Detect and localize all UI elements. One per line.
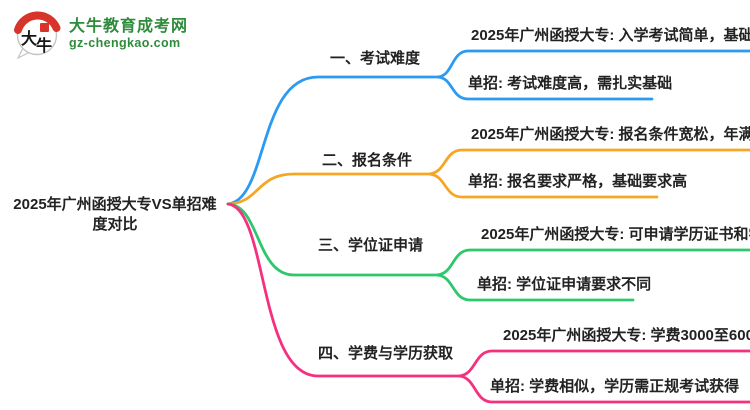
leaf-degree-hanshou: 2025年广州函授大专: 可申请学历证书和学位证 bbox=[481, 226, 750, 243]
root-topic: 2025年广州函授大专VS单招难度对比 bbox=[13, 196, 217, 233]
leaf-degree-danzhao: 单招: 学位证申请要求不同 bbox=[477, 276, 652, 293]
logo-seal bbox=[40, 23, 49, 32]
site-name: 大牛教育成考网 bbox=[69, 18, 189, 35]
branch-3-label: 三、学位证申请 bbox=[318, 237, 424, 254]
branch-4-label: 四、学费与学历获取 bbox=[318, 345, 454, 362]
leaf-exam-hanshou: 2025年广州函授大专: 入学考试简单，基础知识 bbox=[471, 27, 750, 44]
logo-red-arc bbox=[14, 11, 61, 34]
leaf-signup-hanshou: 2025年广州函授大专: 报名条件宽松，年满18岁 bbox=[471, 126, 750, 143]
leaf-signup-danzhao: 单招: 报名要求严格，基础要求高 bbox=[468, 173, 688, 190]
svg-text:大: 大 bbox=[21, 29, 37, 48]
site-domain: gz-chengkao.com bbox=[69, 36, 181, 50]
daniu-logo-icon: 大 牛 bbox=[14, 11, 61, 60]
leaf-tuition-hanshou: 2025年广州函授大专: 学费3000至6000元 bbox=[503, 327, 750, 344]
site-logo-text: 大牛教育成考网 gz-chengkao.com bbox=[69, 17, 188, 51]
branch-1-label: 一、考试难度 bbox=[330, 50, 421, 67]
leaf-exam-danzhao: 单招: 考试难度高，需扎实基础 bbox=[468, 75, 673, 92]
site-logo: 大 牛 大牛教育成考网 gz-chengkao.com bbox=[12, 8, 188, 60]
branch-2-label: 二、报名条件 bbox=[322, 152, 413, 169]
svg-text:牛: 牛 bbox=[36, 36, 52, 55]
leaf-tuition-danzhao: 单招: 学费相似，学历需正规考试获得 bbox=[490, 378, 740, 395]
